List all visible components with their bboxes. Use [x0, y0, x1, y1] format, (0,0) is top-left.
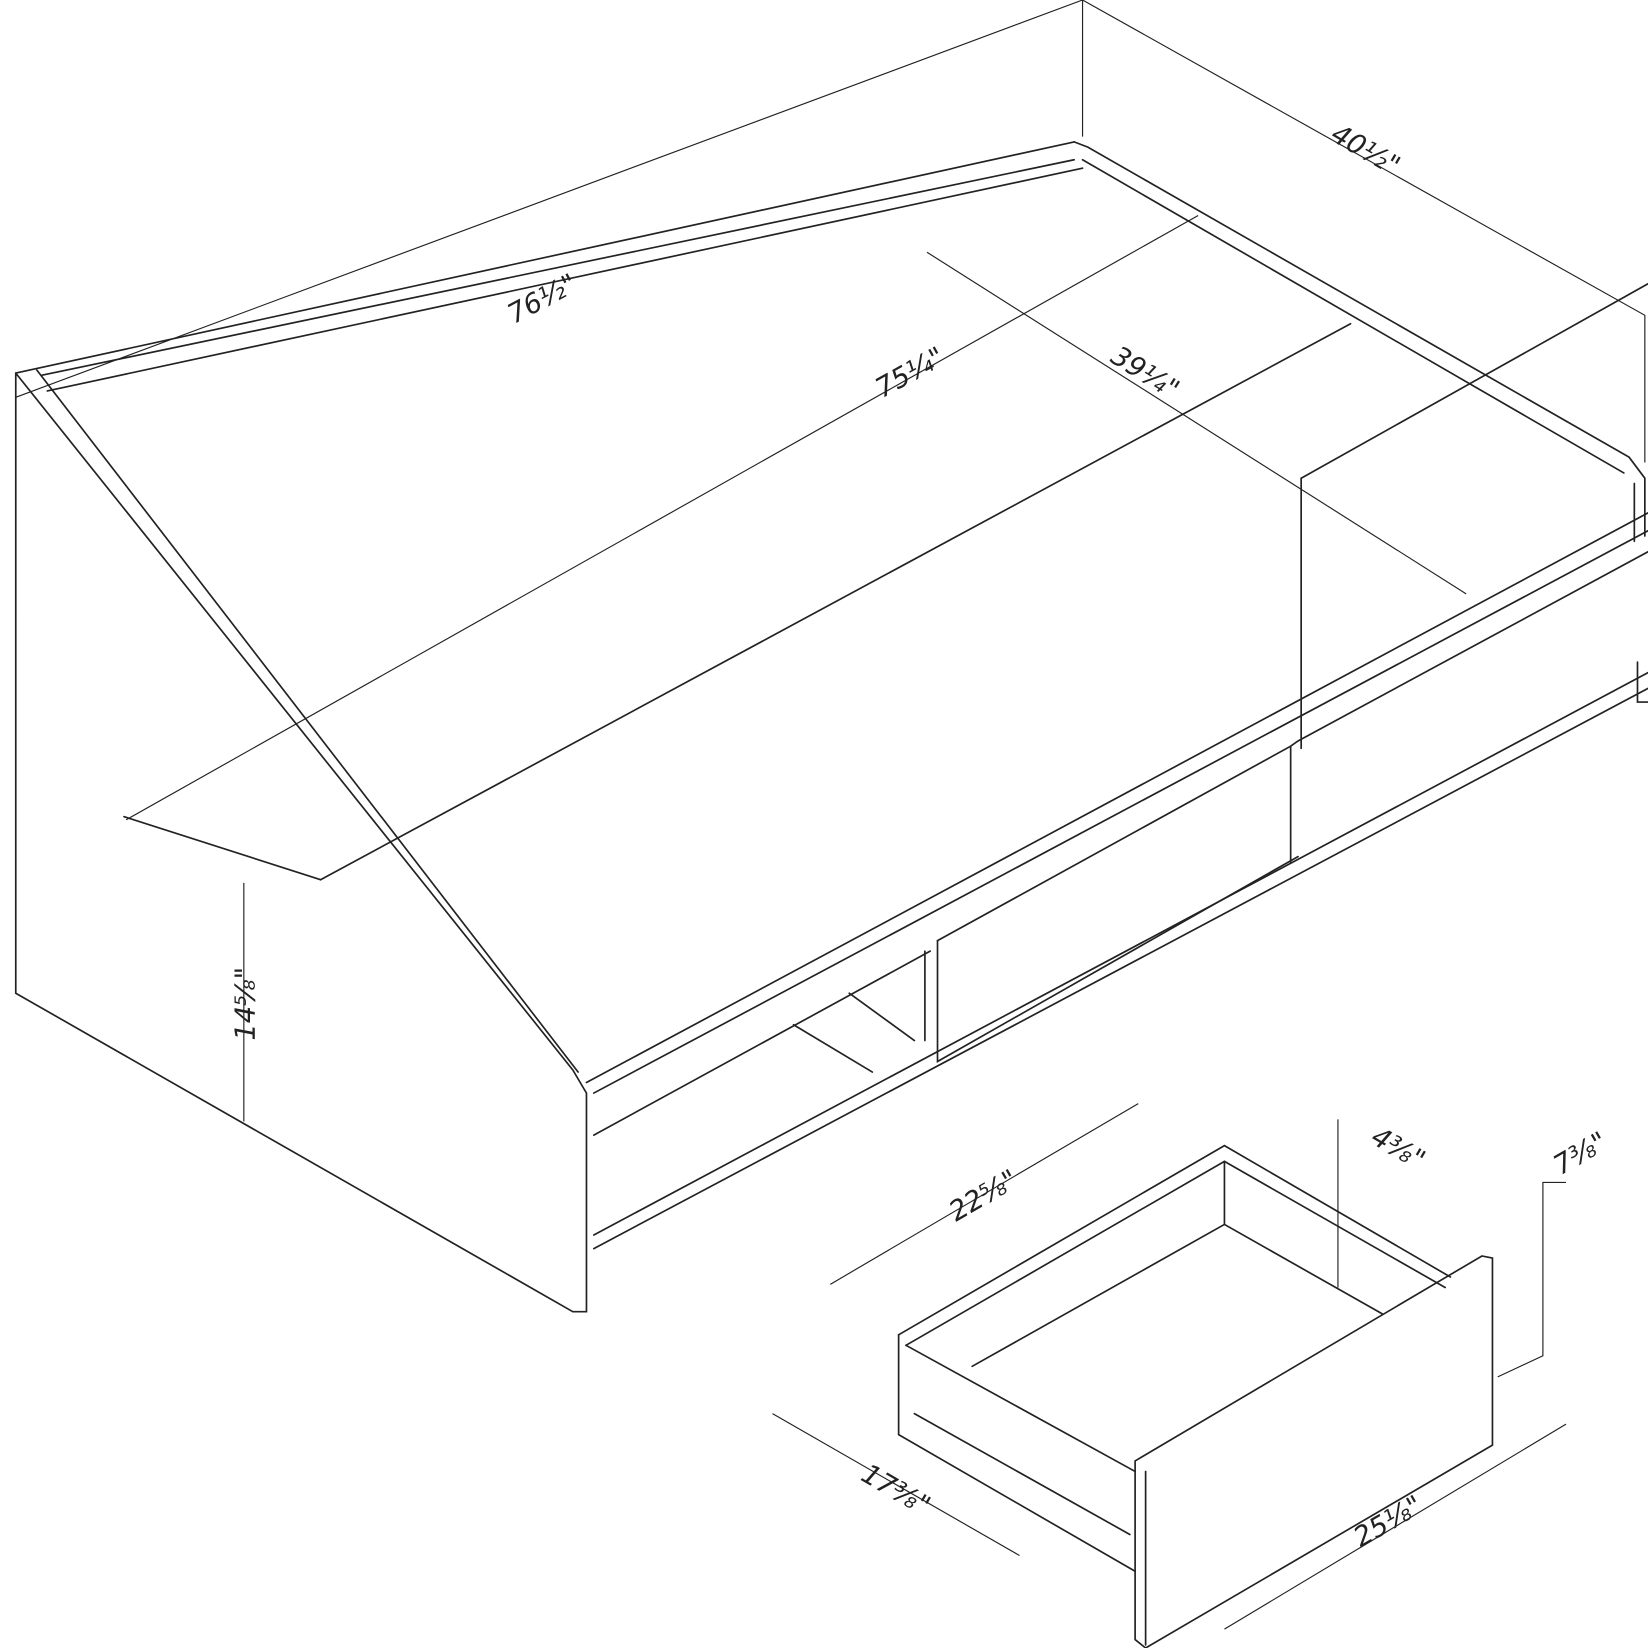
back-rail-lip [46, 167, 1084, 392]
back-rail-inner [41, 158, 1075, 377]
platform-line [319, 322, 1352, 881]
front-rail-top [585, 512, 1648, 1084]
label-mattress-width: 39¼" [1105, 341, 1184, 406]
label-drawer-front-height: 7⅜" [1549, 1126, 1613, 1181]
dim-drawer-front-height [1497, 1181, 1567, 1378]
dim-bed-length [15, 0, 1084, 610]
right-panel-foot [1636, 661, 1648, 703]
label-bed-length: 76½" [503, 268, 583, 330]
base-rail-top [592, 671, 1648, 1236]
drawer-slide [848, 992, 916, 1042]
label-drawer-box-width: 17⅜" [856, 1458, 935, 1522]
label-drawer-depth: 22⅝" [944, 1164, 1023, 1228]
bed-end-panel-left [14, 372, 588, 1313]
drawer-box-back-top [897, 1144, 1452, 1336]
drawer-side-left [897, 1333, 1136, 1573]
label-bed-height: 14⅝" [230, 967, 261, 1041]
bed-outline [14, 141, 1648, 1648]
label-drawer-front-width: 25⅛" [1349, 1490, 1428, 1554]
dim-mattress-length [125, 214, 1199, 821]
platform-edge [123, 815, 322, 881]
bed-end-panel-right [1073, 141, 1646, 537]
dim-drawer-box-width [772, 1413, 1020, 1557]
label-drawer-inner-height: 4⅜" [1366, 1121, 1430, 1176]
back-rail-top [14, 141, 1075, 374]
dim-drawer-front-width [1224, 1423, 1567, 1630]
label-mattress-length: 75¼" [870, 342, 950, 405]
right-panel-inner [1081, 158, 1625, 474]
front-rail-lower [592, 950, 931, 1136]
drawer-slide-rail [913, 1412, 1131, 1536]
interior-cavity [792, 1023, 874, 1073]
drawer-front-open [936, 855, 1299, 1063]
dim-mattress-width [926, 251, 1467, 595]
dimension-lines [15, 0, 1646, 1630]
panel-inner-edge [35, 369, 579, 1073]
dim-bed-width [1082, 0, 1646, 463]
drawer-side-top [905, 1344, 1136, 1473]
label-bed-width: 40½" [1326, 118, 1405, 182]
front-rail-inner [592, 529, 1648, 1094]
drawer-top-line [936, 550, 1648, 942]
drawer-floor-line [971, 1223, 1383, 1368]
base-rail-bottom [592, 687, 1648, 1250]
dim-drawer-depth [830, 1103, 1139, 1285]
drawer-front-panel [1134, 1255, 1494, 1648]
drawer-right-top [1300, 282, 1648, 480]
